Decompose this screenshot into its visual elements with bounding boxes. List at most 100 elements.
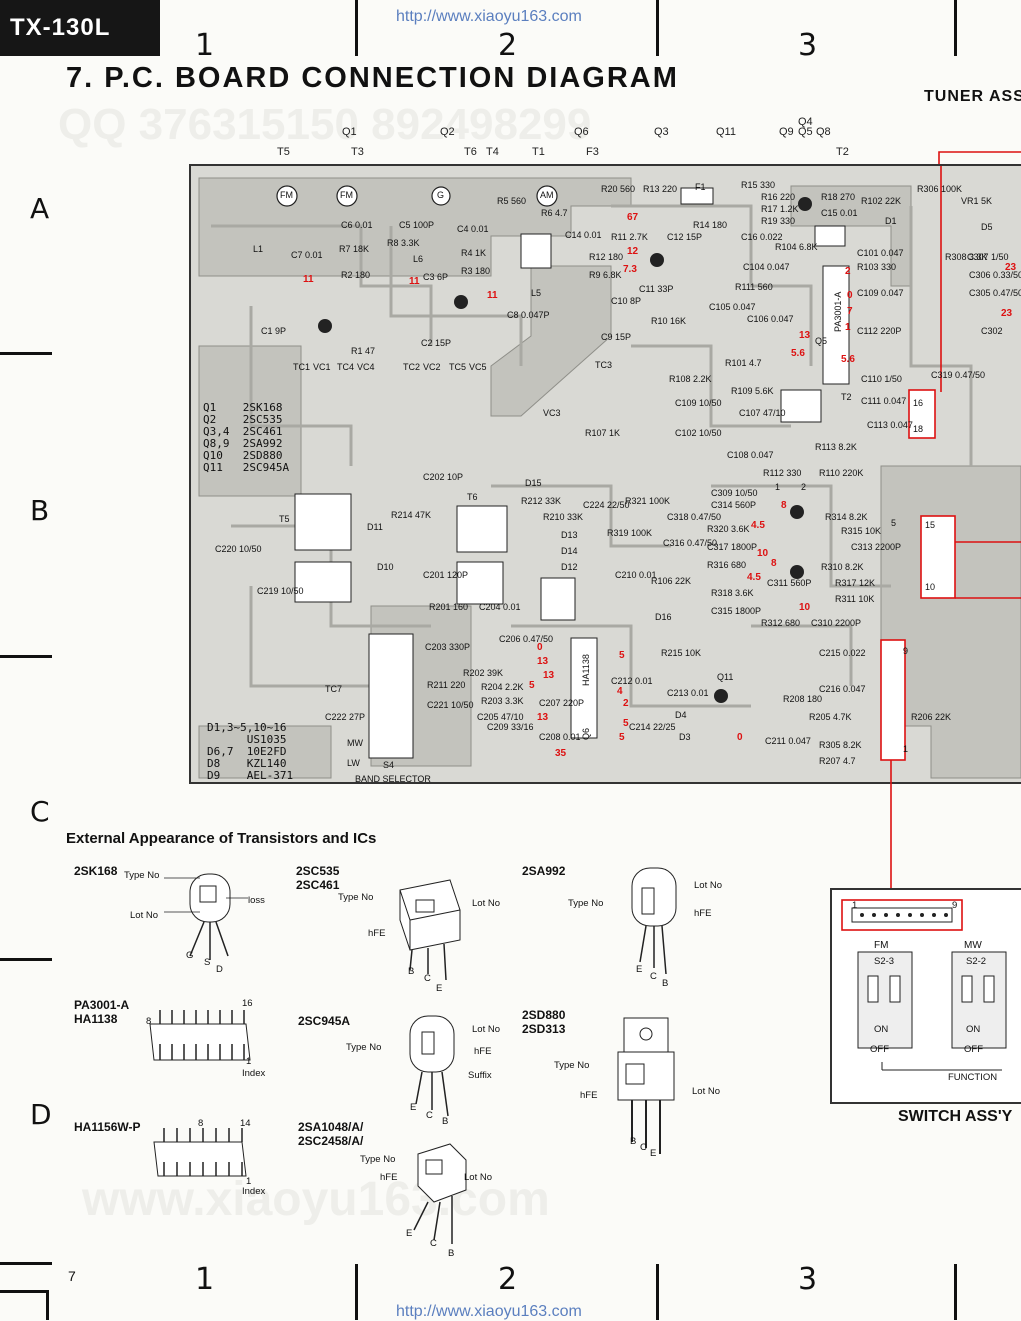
trace <box>249 586 391 688</box>
header-url[interactable]: http://www.xiaoyu163.com <box>396 8 582 25</box>
label-t4: T4 <box>486 146 499 158</box>
part-label: hFE <box>694 908 712 919</box>
voltage-annotation: 5 <box>529 680 535 691</box>
component-label: D10 <box>377 562 394 572</box>
antenna-terminal <box>336 185 358 207</box>
component-label: F1 <box>695 182 706 192</box>
part-ha1156wp-drawing <box>153 1128 247 1177</box>
ground-plane <box>490 265 612 417</box>
component-label: R10 16K <box>651 316 687 326</box>
component-label: VR1 5K <box>961 196 993 206</box>
voltage-annotation: 8 <box>781 500 787 511</box>
trace <box>211 224 433 346</box>
part-label: Lot No <box>472 898 500 909</box>
connector-9-1 <box>880 639 906 761</box>
switch-assembly-title: SWITCH ASS'Y <box>898 1108 1013 1125</box>
component-label: R101 4.7 <box>725 358 762 368</box>
column-divider <box>355 1264 358 1320</box>
component-label: C319 0.47/50 <box>931 370 986 380</box>
ic-ha1138 <box>570 637 598 739</box>
component-label: R211 220 <box>427 680 466 690</box>
part-label: Lot No <box>464 1172 492 1183</box>
switch-connector-pin: 9 <box>952 900 958 911</box>
component-label: R11 2.7K <box>611 232 648 242</box>
antenna-terminal <box>431 186 451 206</box>
part-label: D <box>216 964 223 975</box>
component-label: TC7 <box>325 684 343 694</box>
component-label: TC4 <box>337 362 355 372</box>
component-label: C215 0.022 <box>819 648 866 658</box>
component-label: R104 6.8K <box>775 242 818 252</box>
voltage-annotation: 0 <box>847 290 853 301</box>
part-label: Lot No <box>130 910 158 921</box>
part-2sc535-name: 2SC535 2SC461 <box>296 864 340 892</box>
component-label: R102 22K <box>861 196 902 206</box>
ground-plane <box>790 185 912 287</box>
voltage-annotation: 23 <box>1005 262 1017 273</box>
transistor-q8 <box>790 565 804 579</box>
component-label: R210 33K <box>543 512 584 522</box>
trace <box>631 344 791 428</box>
connector-pin-label: 18 <box>913 424 924 434</box>
row-letter-b: B <box>30 494 50 527</box>
voltage-annotation: 35 <box>555 748 567 759</box>
component-label: TC2 <box>403 362 421 372</box>
switch-on-label: ON <box>966 1024 981 1035</box>
voltage-annotation: 13 <box>537 712 549 723</box>
component-label: R6 4.7 <box>541 208 568 218</box>
label-t5: T5 <box>277 146 290 158</box>
voltage-annotation: 13 <box>537 656 549 667</box>
highlight-connector <box>920 515 956 599</box>
voltage-annotation: 5 <box>619 732 625 743</box>
transistor-q1 <box>318 319 332 333</box>
component-label: R20 560 <box>601 184 636 194</box>
transistor-q4 <box>798 197 812 211</box>
part-label: 1 <box>246 1176 252 1187</box>
diode-legend: D1,3~5,10~16 US1035 D6,7 10E2FD D8 KZL14… <box>207 721 294 782</box>
watermark-site: www.xiaoyu163.com <box>82 1173 550 1226</box>
filter-f1 <box>680 187 714 205</box>
voltage-annotation: 5 <box>619 650 625 661</box>
ground-plane <box>198 725 332 779</box>
column-divider <box>954 1264 957 1320</box>
component-label: R103 330 <box>857 262 897 272</box>
component-label: R318 3.6K <box>711 588 754 598</box>
trace <box>511 624 751 708</box>
component-label: C7 0.01 <box>291 250 323 260</box>
part-label: Type No <box>338 892 374 903</box>
component-label: R110 220K <box>819 468 864 478</box>
part-label: C <box>640 1142 647 1153</box>
component-label: Q5 <box>815 336 828 346</box>
watermark-qq: QQ 376315150 892498299 <box>58 100 592 149</box>
component-label: C204 0.01 <box>479 602 521 612</box>
component-label: C12 15P <box>667 232 703 242</box>
component-label: C208 0.01 <box>539 732 581 742</box>
component-label: C14 0.01 <box>565 230 602 240</box>
connector-pin-label: 1 <box>903 744 909 754</box>
voltage-annotation: 10 <box>799 602 811 613</box>
band-mw-label: MW <box>347 738 363 748</box>
row-divider <box>0 958 52 961</box>
part-label: Lot No <box>694 880 722 891</box>
trace <box>711 484 891 588</box>
part-label: E <box>436 983 443 994</box>
component-label: R9 6.8K <box>589 270 622 280</box>
footer-url[interactable]: http://www.xiaoyu163.com <box>396 1303 582 1320</box>
component-label: R113 8.2K <box>815 442 857 452</box>
component-label: D11 <box>367 522 383 532</box>
part-label: 14 <box>240 1118 251 1129</box>
component-label: R204 2.2K <box>481 682 524 692</box>
component-label: C5 100P <box>399 220 435 230</box>
part-label: hFE <box>380 1172 398 1183</box>
component-label: R12 180 <box>589 252 624 262</box>
label-t2: T2 <box>836 146 849 158</box>
part-label: hFE <box>580 1090 598 1101</box>
label-q1: Q1 <box>342 126 357 138</box>
component-label: R106 22K <box>651 576 692 586</box>
column-number-3: 3 <box>798 28 818 63</box>
switch-drawing <box>841 899 1007 1071</box>
voltage-annotation: 5.6 <box>791 348 805 359</box>
trace <box>249 306 353 466</box>
component-label: R201 160 <box>429 602 469 612</box>
component-label: R321 100K <box>625 496 671 506</box>
